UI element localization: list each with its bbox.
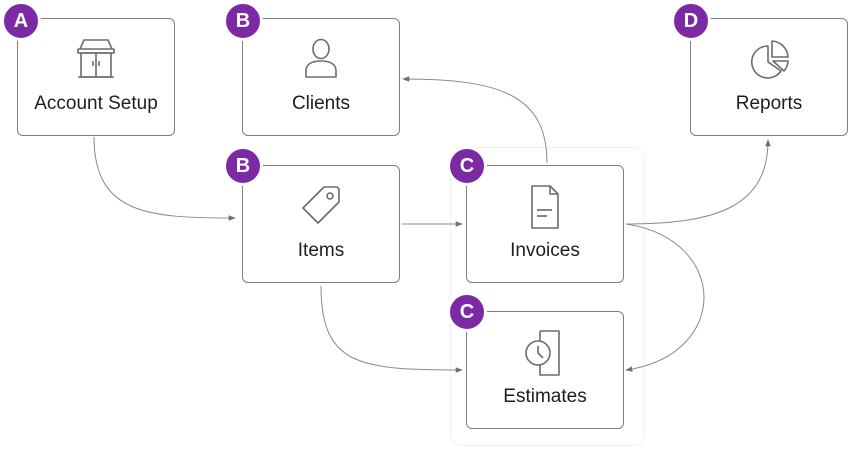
estimates-label: Estimates: [503, 386, 587, 407]
connector-invoices-to-estimates: [625, 223, 705, 372]
user-icon: [305, 38, 337, 78]
step-badge-b-clients: B: [223, 1, 263, 41]
items-label: Items: [297, 240, 345, 261]
clients-card[interactable]: Clients: [242, 18, 400, 136]
items-card[interactable]: Items: [242, 165, 400, 283]
invoices-label: Invoices: [510, 240, 580, 261]
connector-items-to-estimates: [320, 285, 463, 373]
reports-card[interactable]: Reports: [690, 18, 848, 136]
document-icon: [531, 185, 559, 229]
connector-invoices-to-reports: [625, 139, 771, 225]
step-badge-a: A: [1, 1, 41, 41]
step-badge-b-items: B: [223, 146, 263, 186]
step-badge-d: D: [671, 1, 711, 41]
connector-account-to-items: [93, 136, 236, 221]
account-setup-card[interactable]: Account Setup: [17, 18, 175, 136]
step-badge-c-invoices: C: [447, 146, 487, 186]
clients-label: Clients: [291, 93, 351, 114]
account-setup-label: Account Setup: [34, 93, 158, 114]
estimates-card[interactable]: Estimates: [466, 311, 624, 429]
storefront-icon: [77, 39, 115, 78]
tag-icon: [302, 186, 340, 224]
step-badge-c-estimates: C: [447, 292, 487, 332]
pie-chart-icon: [751, 40, 789, 79]
connector-invoices-to-clients: [402, 76, 548, 164]
invoices-card[interactable]: Invoices: [466, 165, 624, 283]
reports-label: Reports: [735, 93, 803, 114]
clock-document-icon: [525, 330, 560, 376]
